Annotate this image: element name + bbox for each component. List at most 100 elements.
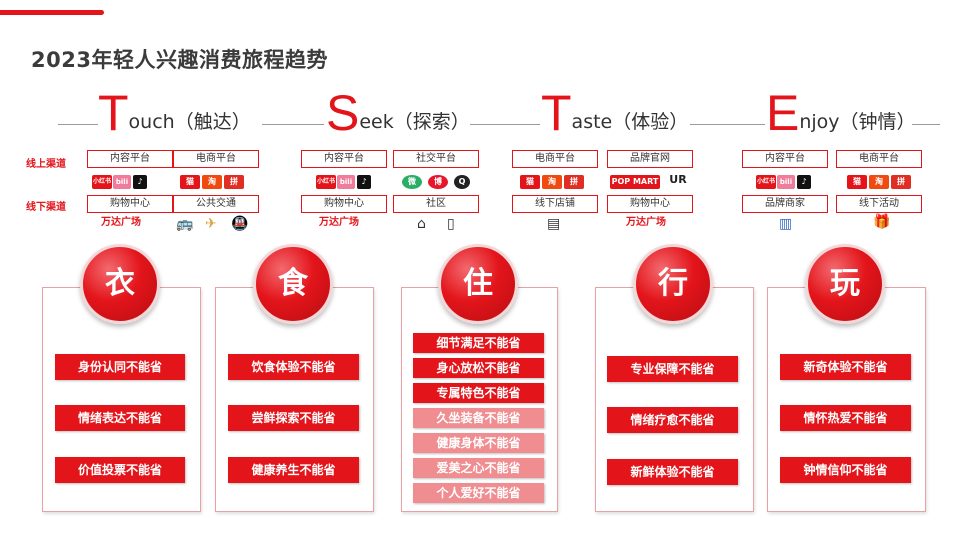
- timeline-line: [262, 124, 324, 125]
- channel-pill: 购物中心: [607, 195, 693, 213]
- pinduoduo-logo: 拼: [564, 175, 584, 189]
- need-item: 情绪表达不能省: [55, 405, 185, 431]
- douyin-logo: ♪: [357, 175, 371, 189]
- bilibili-logo: bili: [337, 175, 355, 189]
- need-item: 细节满足不能省: [413, 333, 544, 353]
- stage-touch: Touch（触达）: [98, 88, 251, 138]
- offline-channel-label: 线下渠道: [26, 202, 66, 213]
- need-item: 身心放松不能省: [413, 358, 544, 378]
- xiaohongshu-logo: 小红书: [316, 175, 336, 189]
- wechat-logo: 微: [402, 175, 422, 189]
- channel-pill: 电商平台: [512, 150, 598, 168]
- stage-letter: E: [766, 85, 800, 141]
- building-icon: ▯: [447, 216, 455, 232]
- weibo-logo: 博: [428, 175, 448, 189]
- popmart-logo: POP MART: [610, 175, 660, 189]
- stage-seek: Seek（探索）: [326, 88, 470, 138]
- channel-pill: 线下店铺: [512, 195, 598, 213]
- need-item: 健康身体不能省: [413, 433, 544, 453]
- channel-pill: 社交平台: [393, 150, 479, 168]
- timeline-line: [470, 124, 540, 125]
- accent-bar: [0, 10, 104, 15]
- stage-word: njoy（钟情）: [799, 111, 916, 133]
- category-circle: 住: [438, 244, 518, 324]
- airplane-icon: ✈: [205, 216, 217, 232]
- category-circle: 玩: [805, 244, 885, 324]
- tmall-logo: 猫: [847, 175, 867, 189]
- stage-word: eek（探索）: [359, 111, 470, 133]
- xiaohongshu-logo: 小红书: [92, 175, 112, 189]
- channel-pill: 购物中心: [87, 195, 173, 213]
- channel-pill: 品牌商家: [742, 195, 828, 213]
- need-item: 新鲜体验不能省: [607, 459, 738, 485]
- stage-word: aste（体验）: [571, 111, 689, 133]
- category-char: 衣: [105, 266, 135, 301]
- need-item: 新奇体验不能省: [780, 354, 911, 380]
- category-char: 玩: [830, 266, 860, 301]
- wanda-plaza-logo: 万达广场: [615, 216, 677, 230]
- channel-pill: 电商平台: [173, 150, 259, 168]
- stage-letter: S: [326, 85, 360, 141]
- subway-icon: 🚇: [231, 216, 249, 232]
- need-item: 情怀热爱不能省: [780, 405, 911, 431]
- channel-pill: 公共交通: [173, 195, 259, 213]
- wanda-plaza-logo: 万达广场: [308, 216, 370, 230]
- category-char: 住: [463, 266, 493, 301]
- taobao-logo: 淘: [542, 175, 562, 189]
- storefront-icon: ▤: [547, 216, 561, 232]
- tmall-logo: 猫: [520, 175, 540, 189]
- need-item: 专业保障不能省: [607, 356, 738, 382]
- douyin-logo: ♪: [133, 175, 147, 189]
- need-item: 情绪疗愈不能省: [607, 407, 738, 433]
- need-item: 身份认同不能省: [55, 354, 185, 380]
- taobao-logo: 淘: [869, 175, 889, 189]
- stage-word: ouch（触达）: [128, 111, 251, 133]
- category-circle: 行: [633, 244, 713, 324]
- channel-pill: 内容平台: [301, 150, 387, 168]
- timeline-line: [912, 124, 940, 125]
- channel-pill: 购物中心: [301, 195, 387, 213]
- tmall-logo: 猫: [180, 175, 200, 189]
- douyin-logo: ♪: [797, 175, 811, 189]
- wanda-plaza-logo: 万达广场: [90, 216, 152, 230]
- category-char: 行: [658, 266, 688, 301]
- urban-revivo-logo: UR: [668, 173, 688, 187]
- need-item: 健康养生不能省: [228, 457, 359, 483]
- channel-pill: 内容平台: [87, 150, 173, 168]
- online-channel-label: 线上渠道: [26, 159, 66, 170]
- category-circle: 衣: [80, 244, 160, 324]
- stage-enjoy: Enjoy（钟情）: [766, 88, 916, 138]
- channel-pill: 品牌官网: [607, 150, 693, 168]
- pinduoduo-logo: 拼: [224, 175, 244, 189]
- channel-pill: 社区: [393, 195, 479, 213]
- pinduoduo-logo: 拼: [891, 175, 911, 189]
- category-char: 食: [278, 266, 308, 301]
- xiaohongshu-logo: 小红书: [756, 175, 776, 189]
- bilibili-logo: bili: [113, 175, 131, 189]
- need-item: 饮食体验不能省: [228, 354, 359, 380]
- need-item: 个人爱好不能省: [413, 483, 544, 503]
- bilibili-logo: bili: [777, 175, 795, 189]
- gift-icon: 🎁: [873, 214, 891, 230]
- need-item: 尝鲜探索不能省: [228, 405, 359, 431]
- need-item: 钟情信仰不能省: [780, 457, 911, 483]
- stage-letter: T: [541, 85, 572, 141]
- timeline-line: [690, 124, 765, 125]
- need-item: 久坐装备不能省: [413, 408, 544, 428]
- need-item: 专属特色不能省: [413, 383, 544, 403]
- channel-pill: 线下活动: [836, 195, 922, 213]
- building-icon: ▥: [779, 216, 793, 232]
- need-item: 爱美之心不能省: [413, 458, 544, 478]
- channel-pill: 内容平台: [742, 150, 828, 168]
- category-circle: 食: [253, 244, 333, 324]
- page-title: 2023年轻人兴趣消费旅程趋势: [31, 48, 328, 72]
- need-item: 价值投票不能省: [55, 457, 185, 483]
- stage-taste: Taste（体验）: [541, 88, 688, 138]
- qq-logo: Q: [454, 175, 470, 189]
- stage-letter: T: [98, 85, 129, 141]
- home-icon: ⌂: [417, 216, 426, 232]
- bus-icon: 🚌: [176, 216, 194, 232]
- channel-pill: 电商平台: [836, 150, 922, 168]
- timeline-line: [58, 124, 98, 125]
- taobao-logo: 淘: [202, 175, 222, 189]
